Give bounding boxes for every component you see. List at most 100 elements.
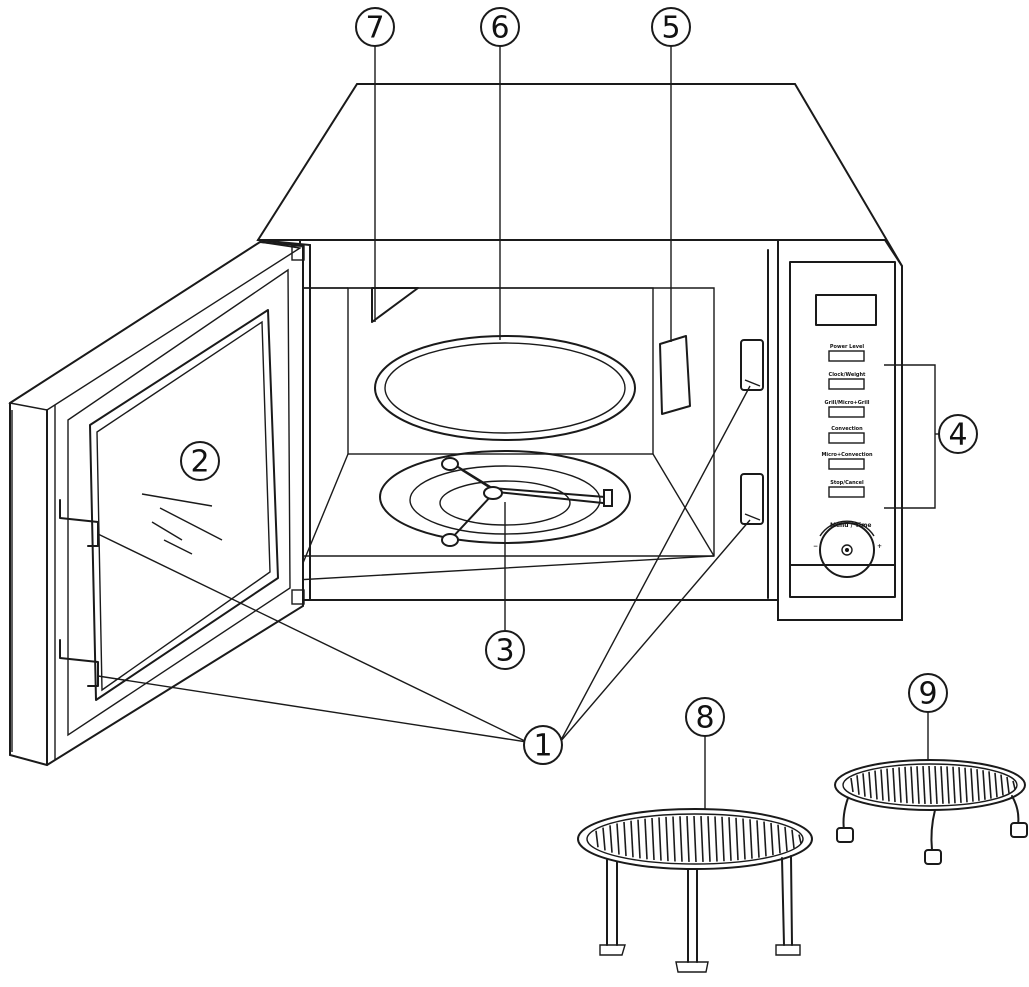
callout-9: 9: [908, 673, 948, 713]
rack-bar: [886, 768, 890, 802]
turntable-ring: [379, 450, 631, 547]
rack-bar: [623, 821, 627, 857]
panel-button: [828, 350, 865, 362]
rack-bar: [862, 773, 866, 797]
rack-bar: [644, 818, 648, 860]
callout-3: 3: [485, 630, 525, 670]
rack-bar: [679, 816, 683, 862]
rack-bar: [982, 770, 986, 800]
rack-bar: [721, 816, 725, 862]
leader-lines: [97, 45, 940, 810]
rack-bar: [868, 771, 872, 799]
rack-bar: [616, 823, 620, 855]
rack-bar: [922, 766, 926, 804]
callout-8: 8: [685, 697, 725, 737]
rack-bar: [1000, 774, 1004, 796]
rack-bar: [904, 766, 908, 804]
callout-1: 1: [523, 725, 563, 765]
svg-text:2: 2: [190, 445, 209, 480]
rack-bar: [856, 775, 860, 795]
rack-bar: [798, 834, 802, 844]
rack-bar: [988, 771, 992, 799]
rack-bar: [630, 820, 634, 858]
rack-bar: [934, 765, 938, 805]
rack-bar: [609, 825, 613, 853]
panel-button: [828, 378, 865, 390]
panel-button-label: Clock/Weight: [829, 372, 867, 378]
rack-bar: [898, 767, 902, 803]
high-rack: [577, 808, 813, 973]
svg-text:5: 5: [661, 11, 680, 46]
rack-bar: [958, 767, 962, 803]
door-hook-bottom: [59, 639, 99, 687]
glass-tray: [374, 335, 636, 441]
grill-heater-plate: [371, 287, 419, 323]
rack-bar: [916, 766, 920, 804]
menu-time-knob: [819, 522, 875, 578]
svg-text:3: 3: [495, 634, 514, 669]
svg-text:9: 9: [918, 677, 937, 712]
rack-bar: [976, 769, 980, 801]
rack-bar: [928, 765, 932, 805]
rack-bar: [686, 816, 690, 862]
door-hook-top: [59, 499, 99, 547]
rack-bar: [910, 766, 914, 804]
rack-bar: [595, 830, 599, 848]
svg-text:4: 4: [948, 418, 967, 453]
panel-button: [828, 406, 865, 418]
rack-bar: [658, 817, 662, 861]
callout-4: 4: [938, 414, 978, 454]
microwave-body: [256, 83, 903, 621]
svg-text:6: 6: [490, 11, 509, 46]
door-latch-hole-bottom: [740, 473, 764, 525]
panel-button-label: Power Level: [830, 344, 865, 350]
rack-bar: [892, 767, 896, 803]
callout-2: 2: [180, 441, 220, 481]
rack-bar: [602, 827, 606, 851]
rack-bar: [665, 816, 669, 862]
rack-bar: [952, 766, 956, 804]
rack-bar: [714, 816, 718, 862]
rack-bar: [637, 819, 641, 859]
knob-label: Menu / Time: [830, 522, 871, 529]
rack-bar: [880, 769, 884, 801]
rack-bar: [874, 770, 878, 800]
callout-5: 5: [651, 7, 691, 47]
svg-text:8: 8: [695, 701, 714, 736]
rack-bar: [791, 829, 795, 849]
knob-plus: +: [877, 543, 882, 550]
rack-bar: [850, 777, 854, 793]
rack-bar: [749, 819, 753, 859]
rack-bar: [784, 826, 788, 852]
display-window: [815, 294, 877, 326]
panel-button-label: Stop/Cancel: [830, 480, 864, 486]
svg-text:7: 7: [365, 11, 384, 46]
rack-bar: [672, 816, 676, 862]
rack-bar: [763, 821, 767, 857]
rack-bar: [964, 767, 968, 803]
rack-bar: [756, 820, 760, 858]
low-rack: [834, 759, 1028, 865]
rack-bar: [693, 815, 697, 863]
knob-minus: −: [813, 543, 818, 550]
svg-text:1: 1: [533, 729, 552, 764]
rack-bar: [707, 816, 711, 862]
waveguide-cover: [659, 335, 691, 415]
rack-bar: [994, 772, 998, 798]
rack-bar: [742, 818, 746, 860]
rack-bar: [777, 824, 781, 854]
panel-button-label: Micro+Convection: [821, 452, 873, 458]
control-panel: Power LevelClock/WeightGrill/Micro+Grill…: [789, 261, 896, 598]
microwave-door: [8, 240, 305, 767]
callout-7: 7: [355, 7, 395, 47]
rack-bar: [946, 766, 950, 804]
panel-button: [828, 458, 865, 470]
rack-bar: [1012, 780, 1016, 790]
panel-button: [828, 486, 865, 498]
rack-bar: [970, 768, 974, 802]
rack-bar: [940, 766, 944, 804]
rack-bar: [728, 817, 732, 861]
rack-bar: [1006, 776, 1010, 794]
